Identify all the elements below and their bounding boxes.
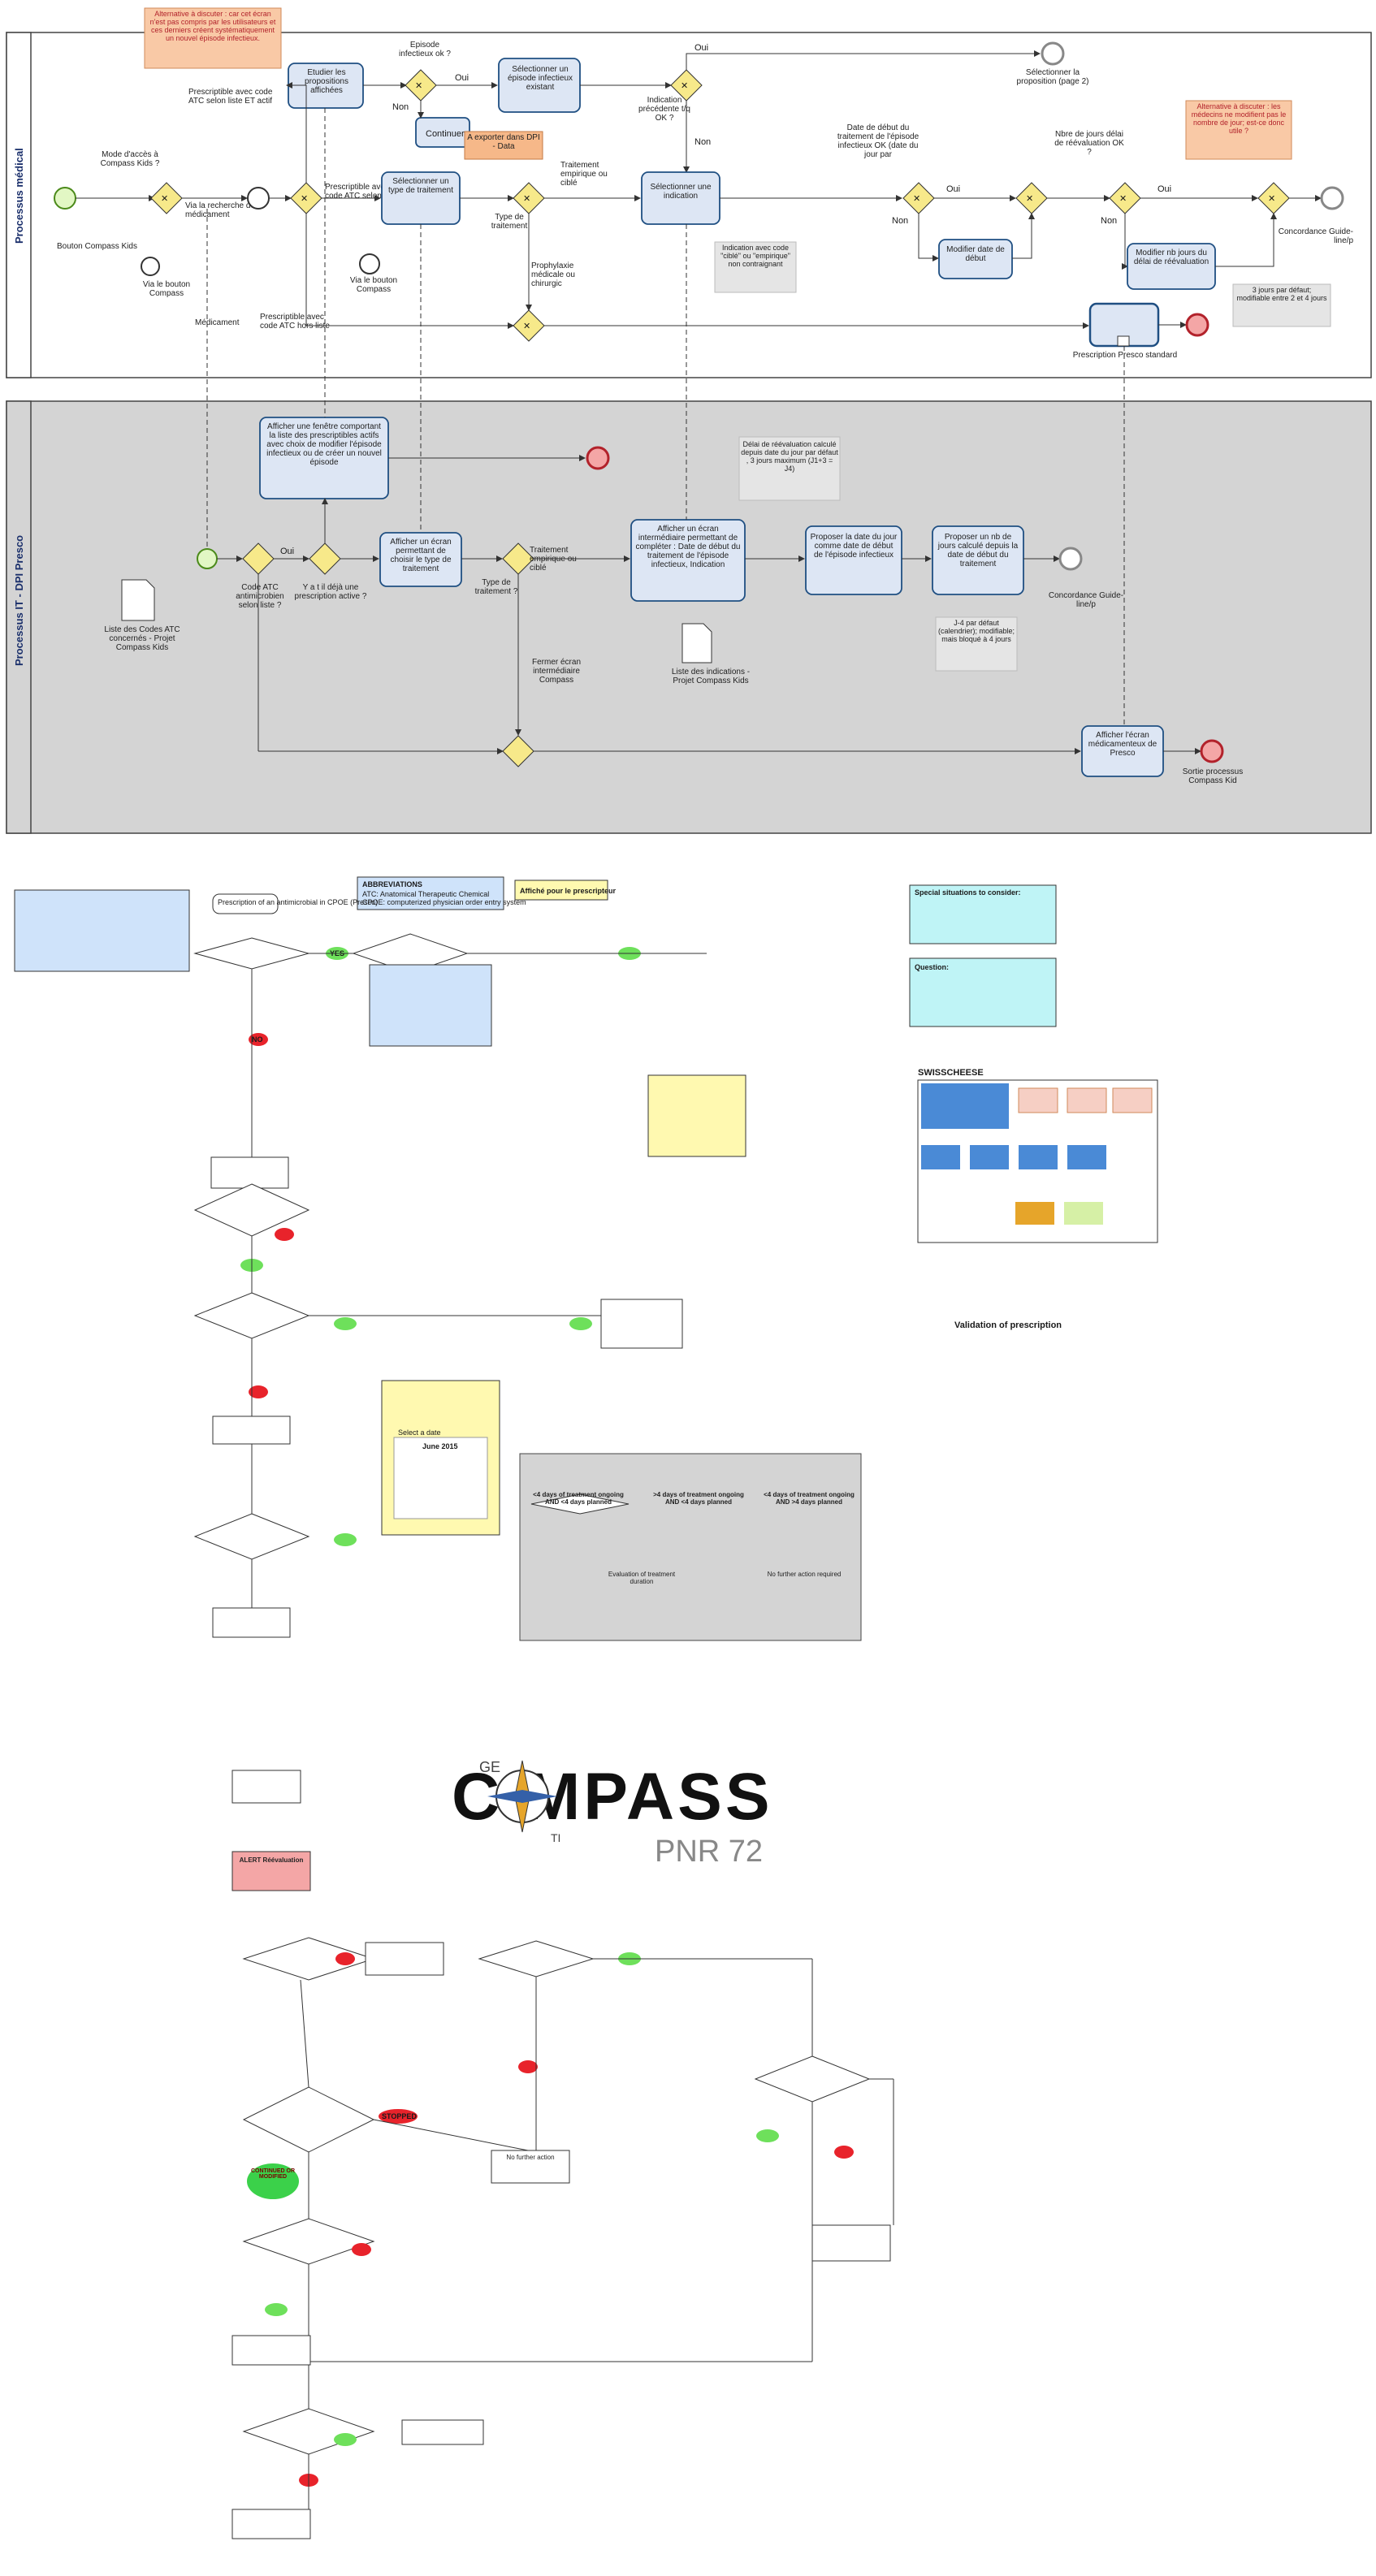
alt-note-1: Alternative à discuter : car cet écran n… bbox=[144, 7, 282, 69]
svg-text:✕: ✕ bbox=[1119, 194, 1127, 204]
svg-text:Non: Non bbox=[694, 137, 711, 147]
lane-it: Processus IT - DPI Presco bbox=[6, 400, 1372, 834]
task-afficher-intermediaire bbox=[630, 519, 746, 602]
end-event bbox=[1185, 313, 1209, 337]
svg-text:Special situations to consider: Special situations to consider: bbox=[915, 888, 1021, 897]
svg-text:Non: Non bbox=[892, 216, 908, 226]
svg-text:✕: ✕ bbox=[161, 194, 168, 204]
svg-text:SWISSCHEESE: SWISSCHEESE bbox=[918, 1068, 984, 1078]
svg-text:ATC: Anatomical Therapeutic Ch: ATC: Anatomical Therapeutic Chemical bbox=[362, 890, 489, 898]
svg-text:✕: ✕ bbox=[1268, 194, 1275, 204]
flowchart: ABBREVIATIONS ATC: Anatomical Therapeuti… bbox=[14, 876, 1158, 2539]
svg-text:✕: ✕ bbox=[1026, 194, 1033, 204]
svg-text:✕: ✕ bbox=[913, 194, 920, 204]
alt-note-2: Alternative à discuter : les médecins ne… bbox=[1185, 100, 1292, 160]
svg-text:ABBREVIATIONS: ABBREVIATIONS bbox=[362, 880, 422, 888]
lane-label-it: Processus IT - DPI Presco bbox=[13, 535, 25, 666]
svg-text:Oui: Oui bbox=[455, 73, 469, 83]
svg-text:Affiché pour le prescripteur: Affiché pour le prescripteur bbox=[520, 887, 617, 895]
svg-text:STOPPED: STOPPED bbox=[382, 2112, 417, 2120]
gateway-mode-acces: ✕ bbox=[150, 182, 183, 214]
svg-text:Oui: Oui bbox=[694, 43, 708, 53]
svg-text:TI: TI bbox=[551, 1831, 560, 1844]
svg-text:Select a date: Select a date bbox=[398, 1428, 441, 1437]
svg-text:GE: GE bbox=[479, 1759, 500, 1775]
svg-text:Non: Non bbox=[1101, 216, 1117, 226]
svg-text:Oui: Oui bbox=[946, 184, 960, 194]
svg-text:June 2015: June 2015 bbox=[422, 1442, 458, 1450]
svg-text:Continuer: Continuer bbox=[426, 129, 465, 139]
svg-text:NO: NO bbox=[252, 1035, 263, 1044]
svg-text:✕: ✕ bbox=[415, 81, 422, 91]
start-event bbox=[54, 187, 76, 210]
svg-text:✕: ✕ bbox=[301, 194, 308, 204]
svg-text:Non: Non bbox=[392, 102, 409, 112]
svg-text:✕: ✕ bbox=[523, 194, 530, 204]
task-afficher-ecran bbox=[379, 532, 462, 587]
svg-text:Validation of prescription: Validation of prescription bbox=[954, 1320, 1062, 1330]
svg-text:PNR 72: PNR 72 bbox=[655, 1835, 763, 1869]
compass-logo: GE C MPASS TI PNR 72 bbox=[452, 1759, 770, 1869]
svg-text:CPOE: computerized physician o: CPOE: computerized physician order entry… bbox=[362, 898, 526, 906]
svg-text:Oui: Oui bbox=[1157, 184, 1171, 194]
svg-text:✕: ✕ bbox=[681, 81, 688, 91]
svg-text:Prescription of an antimicrobi: Prescription of an antimicrobial in CPOE… bbox=[218, 898, 378, 906]
svg-text:Question:: Question: bbox=[915, 963, 949, 971]
svg-text:✕: ✕ bbox=[523, 322, 530, 331]
lane-label-medical: Processus médical bbox=[13, 148, 25, 244]
svg-text:Oui: Oui bbox=[280, 547, 294, 556]
envelope-icon bbox=[247, 187, 270, 210]
